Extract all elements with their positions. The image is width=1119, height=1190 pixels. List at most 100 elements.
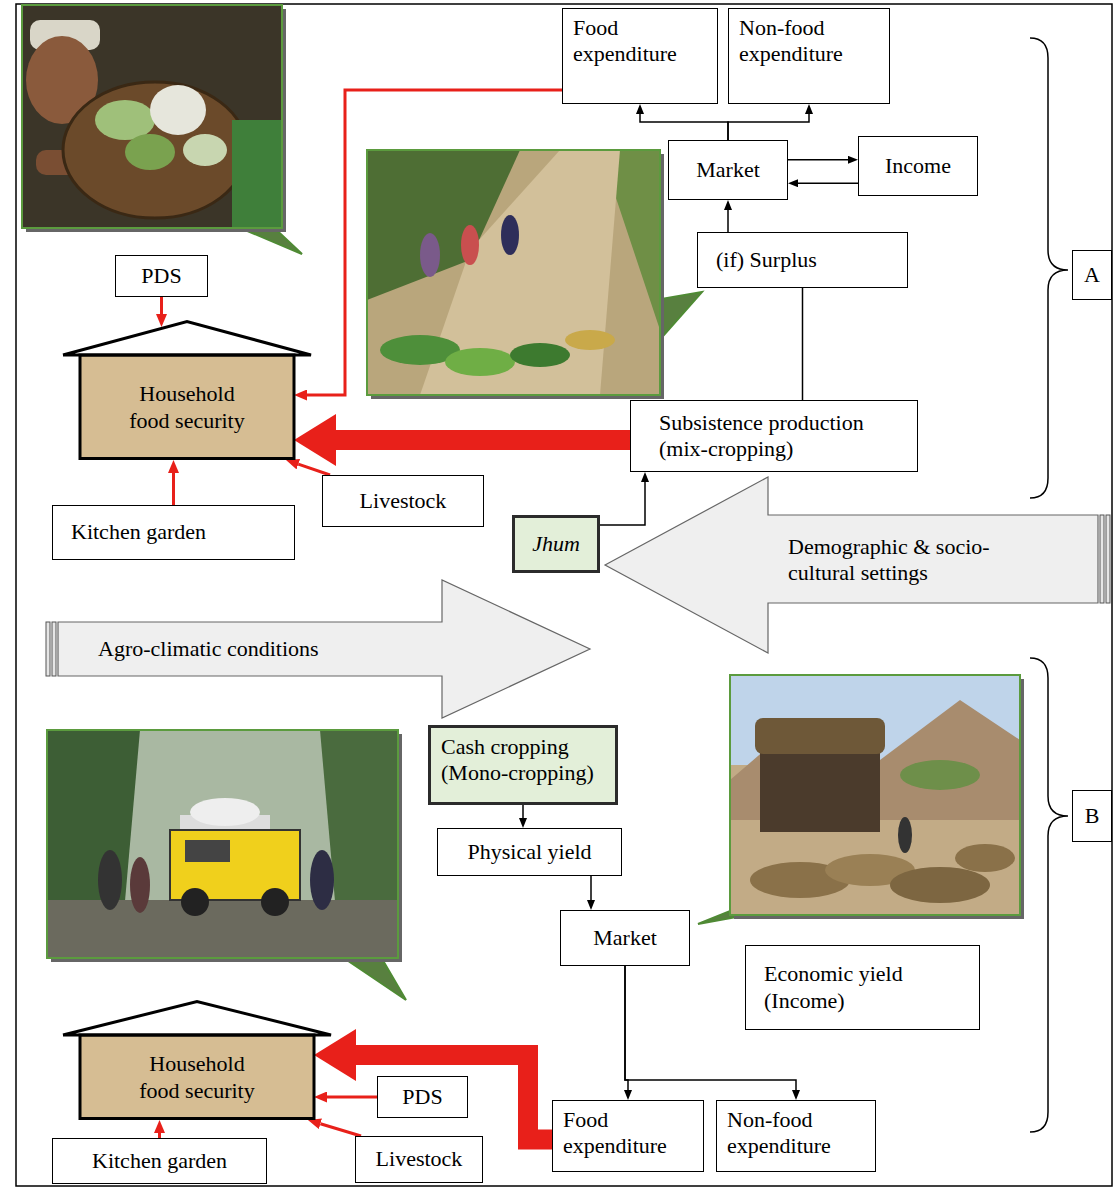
photo-frame bbox=[47, 730, 398, 958]
box-label: Food expenditure bbox=[563, 1107, 693, 1160]
box-label: Food expenditure bbox=[573, 15, 707, 68]
food-flow-arrow bbox=[307, 90, 562, 395]
source-box: PDS bbox=[377, 1076, 468, 1118]
surplus-box: (if) Surplus bbox=[697, 232, 908, 288]
arrow-tail-bar bbox=[1106, 515, 1110, 603]
flow-arrow bbox=[600, 482, 645, 525]
box-label: (if) Surplus bbox=[716, 247, 817, 273]
box-label: B bbox=[1085, 803, 1100, 829]
box-label: Kitchen garden bbox=[92, 1148, 227, 1174]
person bbox=[461, 225, 479, 265]
box-label: PDS bbox=[141, 263, 181, 289]
house-body bbox=[80, 355, 294, 459]
photo-basket bbox=[22, 5, 302, 254]
arrow-tail-bar bbox=[1100, 515, 1104, 603]
flow-arrow bbox=[788, 159, 848, 161]
house-roof bbox=[63, 1002, 331, 1036]
income-box: Income bbox=[858, 136, 978, 196]
food-flow-arrow bbox=[327, 1096, 377, 1099]
box-label: Market bbox=[593, 925, 657, 951]
trees bbox=[900, 760, 980, 790]
photo-roadside-market bbox=[367, 150, 702, 399]
expenditure-box: Non-food expenditure bbox=[728, 8, 890, 104]
box-label: Household food security bbox=[120, 381, 255, 434]
food-flow-arrow bbox=[298, 464, 330, 475]
block-arrow bbox=[605, 477, 1098, 653]
main-food-flow-arrow bbox=[356, 1055, 552, 1140]
box-label: Cash cropping (Mono-cropping) bbox=[441, 734, 605, 787]
source-box: Livestock bbox=[355, 1136, 483, 1183]
house-roof bbox=[63, 322, 311, 356]
person bbox=[98, 850, 122, 910]
road bbox=[47, 900, 398, 958]
person bbox=[130, 857, 150, 913]
box-label: Demographic & socio-cultural settings bbox=[788, 534, 1013, 587]
box-label: Income bbox=[885, 153, 951, 179]
broom-bundle bbox=[955, 844, 1015, 872]
box-label: Market bbox=[696, 157, 760, 183]
food-flow-arrow bbox=[160, 297, 163, 314]
box-label: Household food security bbox=[130, 1051, 265, 1104]
source-box: Kitchen garden bbox=[52, 505, 295, 560]
photo-ground bbox=[47, 730, 398, 958]
food-flow-arrow bbox=[172, 473, 175, 505]
person bbox=[501, 215, 519, 255]
box-label: Non-food expenditure bbox=[727, 1107, 865, 1160]
flow-arrow bbox=[590, 876, 592, 900]
section-label-box: A bbox=[1072, 250, 1112, 300]
wheel bbox=[181, 888, 209, 916]
box-label: PDS bbox=[402, 1084, 442, 1110]
house-text-area: Household food security bbox=[80, 1035, 314, 1120]
curly-brace bbox=[1030, 658, 1068, 1132]
photo-jeep bbox=[47, 730, 406, 1000]
box-label: Kitchen garden bbox=[71, 519, 206, 545]
basket bbox=[63, 82, 247, 218]
source-box: Livestock bbox=[322, 475, 484, 527]
flow-arrow bbox=[522, 805, 524, 818]
box-label: Physical yield bbox=[467, 839, 591, 865]
house-text-area: Household food security bbox=[80, 355, 294, 460]
market-box: Market bbox=[668, 140, 788, 200]
system-box: Jhum bbox=[512, 515, 600, 573]
photo-ground bbox=[730, 675, 1020, 915]
flow-arrow bbox=[728, 114, 809, 140]
box-label: Livestock bbox=[376, 1146, 463, 1172]
main-food-flow-arrow bbox=[336, 430, 630, 450]
food-flow-arrow bbox=[320, 1124, 361, 1136]
flow-arrow bbox=[798, 182, 858, 184]
curly-brace bbox=[1030, 38, 1068, 498]
link-line bbox=[802, 288, 804, 400]
box-label: Livestock bbox=[360, 488, 447, 514]
system-box: Cash cropping (Mono-cropping) bbox=[428, 725, 618, 805]
household-house: Household food security bbox=[62, 1000, 332, 1120]
photo-frame bbox=[367, 150, 660, 395]
luggage bbox=[190, 798, 260, 826]
jeep-window bbox=[185, 840, 230, 862]
green-cloth bbox=[232, 120, 282, 228]
box-label: Non-food expenditure bbox=[739, 15, 879, 68]
vegetables bbox=[510, 343, 570, 367]
arrow-tail-bar bbox=[52, 622, 56, 676]
photo-frame bbox=[730, 675, 1020, 915]
setting-arrow: Demographic & socio-cultural settings bbox=[603, 475, 1100, 655]
expenditure-box: Food expenditure bbox=[562, 8, 718, 104]
box-label: Agro-climatic conditions bbox=[98, 636, 319, 662]
source-box: PDS bbox=[115, 255, 208, 297]
box-label: A bbox=[1084, 262, 1100, 288]
yield-box: Physical yield bbox=[437, 828, 622, 876]
section-label-box: B bbox=[1072, 790, 1112, 842]
yield-box: Economic yield (Income) bbox=[745, 945, 980, 1030]
arrow-text-area: Demographic & socio-cultural settings bbox=[788, 533, 1013, 587]
photo-broom-market bbox=[698, 675, 1024, 924]
house-body bbox=[80, 1035, 314, 1119]
expenditure-box: Food expenditure bbox=[552, 1100, 704, 1172]
road bbox=[420, 150, 620, 395]
person bbox=[310, 850, 334, 910]
expenditure-box: Non-food expenditure bbox=[716, 1100, 876, 1172]
production-box: Subsistence production (mix-cropping) bbox=[630, 400, 918, 472]
box-label: Subsistence production (mix-cropping) bbox=[659, 410, 907, 463]
person bbox=[420, 233, 440, 277]
block-arrow bbox=[58, 580, 590, 718]
household-house: Household food security bbox=[62, 320, 312, 460]
